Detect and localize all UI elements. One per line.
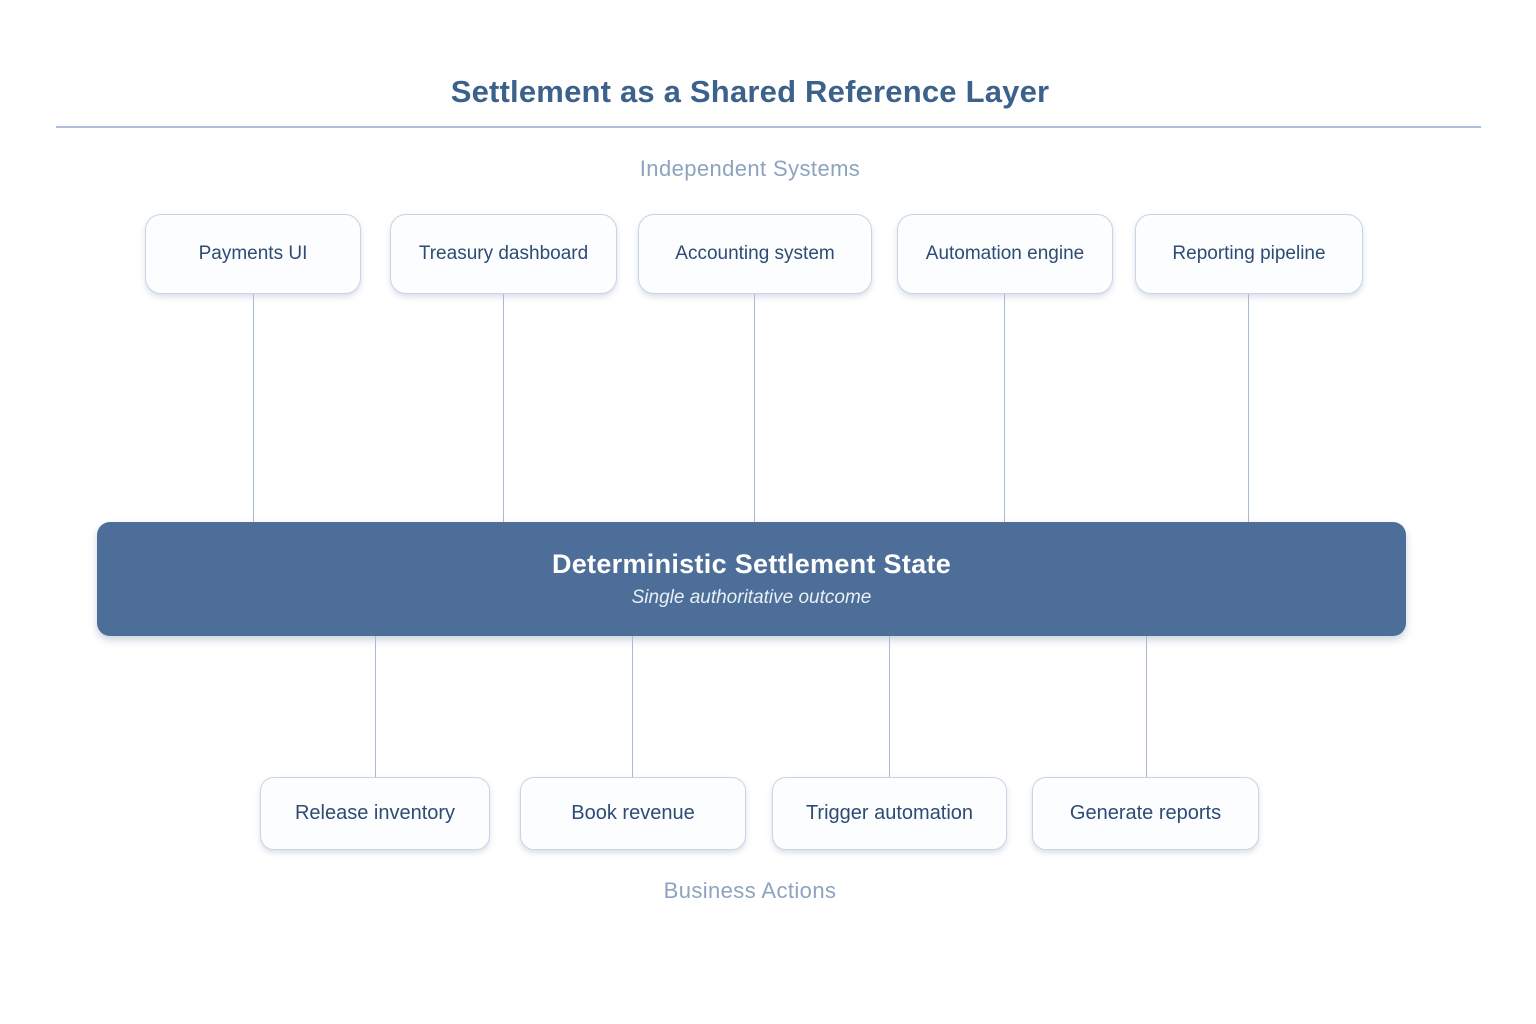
page-title: Settlement as a Shared Reference Layer [450, 74, 1050, 109]
action-node-trigger-automation: Trigger automation [772, 777, 1007, 850]
connector-line-top [754, 294, 755, 522]
action-node-release-inventory: Release inventory [260, 777, 490, 850]
settlement-state-subtitle: Single authoritative outcome [631, 587, 872, 608]
system-node-label: Automation engine [925, 243, 1085, 264]
settlement-state-title: Deterministic Settlement State [551, 549, 952, 579]
connector-line-bottom [375, 636, 376, 777]
business-actions-label: Business Actions [663, 878, 837, 903]
independent-systems-label: Independent Systems [639, 156, 861, 181]
title-divider [56, 126, 1481, 128]
connector-line-bottom [889, 636, 890, 777]
action-node-label: Book revenue [571, 802, 695, 824]
action-node-label: Release inventory [294, 802, 456, 824]
connector-line-bottom [1146, 636, 1147, 777]
system-node-label: Reporting pipeline [1172, 243, 1326, 264]
connector-line-top [1004, 294, 1005, 522]
system-node-accounting-system: Accounting system [638, 214, 872, 294]
connector-line-bottom [632, 636, 633, 777]
action-node-book-revenue: Book revenue [520, 777, 746, 850]
connector-line-top [253, 294, 254, 522]
system-node-treasury-dashboard: Treasury dashboard [390, 214, 617, 294]
action-node-label: Generate reports [1069, 802, 1222, 824]
connector-line-top [1248, 294, 1249, 522]
connector-line-top [503, 294, 504, 522]
settlement-state-bar: Deterministic Settlement State Single au… [97, 522, 1406, 636]
action-node-generate-reports: Generate reports [1032, 777, 1259, 850]
system-node-label: Payments UI [198, 243, 308, 264]
action-node-label: Trigger automation [805, 802, 974, 824]
system-node-automation-engine: Automation engine [897, 214, 1113, 294]
system-node-label: Treasury dashboard [418, 243, 589, 264]
system-node-reporting-pipeline: Reporting pipeline [1135, 214, 1363, 294]
system-node-payments-ui: Payments UI [145, 214, 361, 294]
system-node-label: Accounting system [675, 243, 835, 264]
